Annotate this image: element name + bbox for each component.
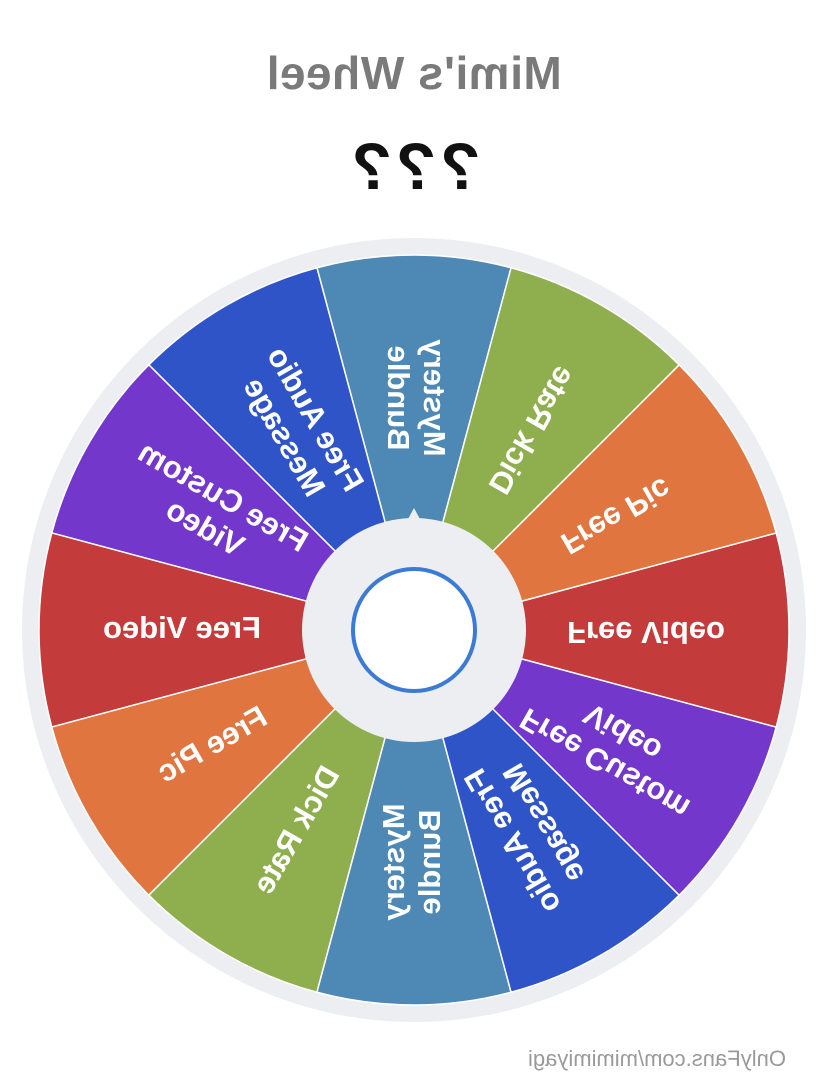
segment-label-text: Free Video xyxy=(567,615,725,650)
segment-label-text: Bundle xyxy=(412,809,447,914)
segment-label: Free Video xyxy=(567,615,725,650)
pointer-icon xyxy=(401,508,427,532)
wheel-hub[interactable] xyxy=(302,508,526,742)
wheel-segment xyxy=(316,254,512,633)
wheel-segment xyxy=(411,628,778,897)
segment-label-text: Bundle xyxy=(381,345,416,450)
segment-label-text: Mystery xyxy=(376,803,411,921)
wheel-segment xyxy=(50,628,417,897)
wheel-segment xyxy=(50,363,417,632)
segment-label-text: Free Video xyxy=(103,610,261,645)
wheel-segment xyxy=(412,266,681,633)
spin-button[interactable] xyxy=(351,567,477,693)
wheel-segment xyxy=(147,266,416,633)
wheel-segment xyxy=(38,532,417,728)
segment-label-text: Mystery xyxy=(417,339,452,457)
wheel-segment xyxy=(411,532,790,728)
wheel-segment xyxy=(412,627,681,994)
segment-label: Free Video xyxy=(103,610,261,645)
wheel-segment xyxy=(411,363,778,632)
watermark: OnlyFans.com/mimimiyagi xyxy=(528,1046,786,1071)
wheel-segment xyxy=(316,627,512,1006)
wheel-segment xyxy=(147,627,416,994)
